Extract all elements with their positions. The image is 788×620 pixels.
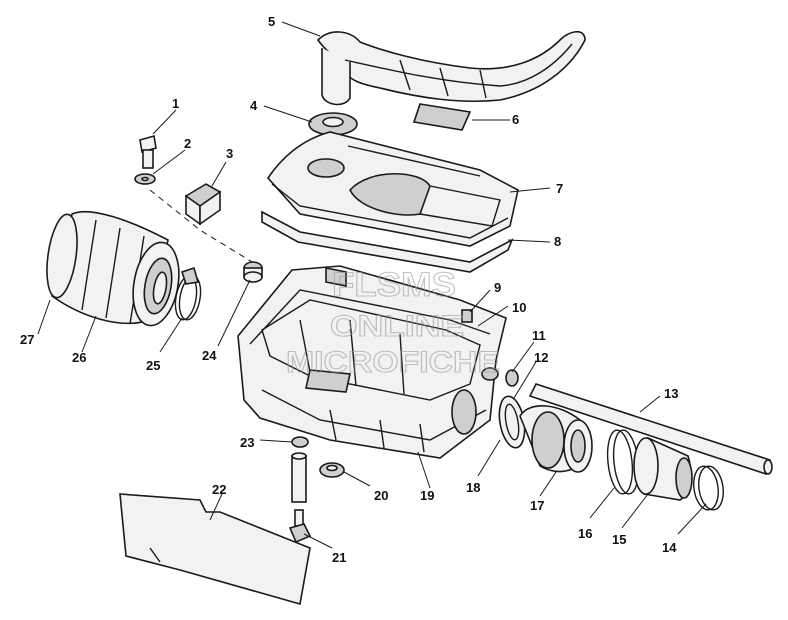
callout-14: 14 xyxy=(662,540,677,555)
part-24-grommet xyxy=(243,261,263,283)
part-1-bolt xyxy=(139,134,157,169)
part-26-27-air-filter xyxy=(46,210,180,327)
callout-24: 24 xyxy=(202,348,217,363)
watermark-line-2: ONLINE xyxy=(330,310,464,343)
part-8-gasket xyxy=(261,210,514,273)
watermark: FLSMS ONLINE MICROFICHE xyxy=(285,265,500,379)
part-13-drain-tube xyxy=(528,383,773,476)
watermark-line-3: MICROFICHE xyxy=(286,346,500,379)
part-17-boot xyxy=(519,405,593,473)
callout-15: 15 xyxy=(612,532,626,547)
callout-7: 7 xyxy=(556,181,563,196)
callout-6: 6 xyxy=(512,112,519,127)
spacer-sleeve xyxy=(291,452,307,503)
part-4-grommet xyxy=(308,112,358,136)
part-7-lid xyxy=(266,131,519,247)
callout-27: 27 xyxy=(20,332,34,347)
leader-lines xyxy=(37,21,707,549)
callout-8: 8 xyxy=(554,234,561,249)
part-11-plug xyxy=(505,369,519,387)
callout-5: 5 xyxy=(268,14,275,29)
callout-25: 25 xyxy=(146,358,160,373)
part-5-intake-duct xyxy=(316,30,586,106)
callout-17: 17 xyxy=(530,498,544,513)
callout-22: 22 xyxy=(212,482,226,497)
part-23-washer xyxy=(291,436,309,448)
part-21-bolt xyxy=(288,509,312,544)
callout-20: 20 xyxy=(374,488,388,503)
part-2-washer xyxy=(134,173,156,185)
callout-1: 1 xyxy=(172,96,179,111)
part-19-airbox-body xyxy=(237,265,507,459)
callout-16: 16 xyxy=(578,526,592,541)
part-22-shield xyxy=(119,493,311,606)
callout-3: 3 xyxy=(226,146,233,161)
callout-11: 11 xyxy=(532,328,546,343)
callout-4: 4 xyxy=(250,98,258,113)
callout-9: 9 xyxy=(494,280,501,295)
callout-2: 2 xyxy=(184,136,191,151)
callout-19: 19 xyxy=(420,488,434,503)
part-25-clamp xyxy=(174,266,202,321)
callout-10: 10 xyxy=(512,300,526,315)
part-20-grommet xyxy=(319,462,345,478)
callout-12: 12 xyxy=(534,350,548,365)
callout-21: 21 xyxy=(332,550,346,565)
part-14-clamp xyxy=(693,465,724,511)
part-9-fitting xyxy=(461,309,473,323)
callout-labels: 1 2 3 4 5 6 7 8 9 10 11 12 13 14 15 16 1… xyxy=(20,14,678,565)
watermark-line-1: FLSMS xyxy=(332,266,456,304)
callout-26: 26 xyxy=(72,350,86,365)
part-6-pad xyxy=(412,103,472,131)
callout-18: 18 xyxy=(466,480,480,495)
callout-13: 13 xyxy=(664,386,678,401)
part-15-cone xyxy=(633,436,693,501)
callout-23: 23 xyxy=(240,435,254,450)
part-3-block xyxy=(184,183,222,226)
